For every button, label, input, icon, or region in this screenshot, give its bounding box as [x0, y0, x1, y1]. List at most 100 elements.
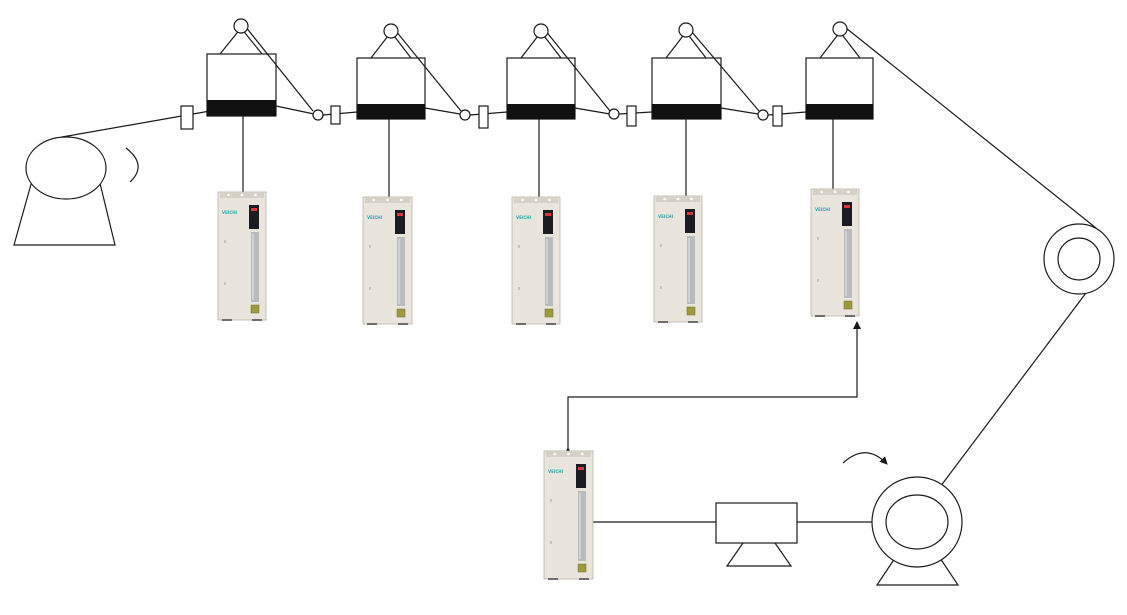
- drive-display: [543, 210, 553, 234]
- drive-brand-logo: VEICHI: [815, 207, 831, 212]
- drive-button-icon: [250, 304, 260, 314]
- drive-1: VEICHI: [217, 191, 267, 321]
- drive-5: VEICHI: [810, 188, 860, 317]
- motor-stand: [875, 557, 960, 586]
- wire-segment: [424, 107, 461, 115]
- drive-strip-highlight: [398, 239, 400, 304]
- side-slot: [660, 244, 662, 247]
- drive-button-icon: [686, 306, 696, 316]
- drive-front-strip: [397, 237, 405, 306]
- drive-strip-highlight: [546, 239, 548, 304]
- gearbox-body: [715, 502, 798, 544]
- motor-flywheel-inner: [885, 494, 949, 550]
- dancer-strut: [839, 31, 861, 59]
- drive-foot: [398, 323, 408, 325]
- dancer-band: [357, 104, 425, 119]
- drive-foot: [579, 578, 589, 580]
- drive-button-icon: [396, 308, 406, 318]
- rotation-arrow-icon: [842, 452, 888, 465]
- mount-hole: [833, 190, 837, 194]
- drive-brand-logo: VEICHI: [516, 215, 532, 220]
- guide-pulley: [608, 108, 620, 120]
- drive-led-readout: [251, 208, 257, 211]
- mount-hole: [567, 452, 570, 456]
- drive-foot: [688, 321, 698, 323]
- wire-segment: [845, 27, 1097, 229]
- drive-foot: [367, 323, 377, 325]
- motor: [842, 452, 963, 586]
- guide-pulley: [459, 109, 471, 121]
- drive-front-strip: [578, 491, 586, 561]
- dancer-band: [806, 104, 873, 119]
- drive-front-strip: [687, 236, 695, 304]
- wire-segment: [574, 107, 611, 115]
- side-slot: [660, 286, 662, 289]
- payoff-reel-stand: [13, 169, 116, 246]
- wire-segment: [720, 107, 759, 115]
- mount-hole: [663, 197, 666, 201]
- side-slot: [224, 240, 226, 243]
- side-slot: [369, 245, 371, 248]
- side-slot: [369, 287, 371, 290]
- drive-foot: [222, 319, 232, 321]
- drive-foot: [252, 319, 262, 321]
- take-up-wheel-outer: [1043, 223, 1115, 295]
- mount-hole: [847, 190, 850, 194]
- drive-foot: [658, 321, 668, 323]
- dancer-band: [207, 100, 276, 116]
- drive-2: VEICHI: [362, 196, 413, 325]
- wire-guide: [478, 105, 489, 129]
- drive-foot: [546, 323, 556, 325]
- wire-guide: [180, 105, 194, 130]
- take-up-wheel-inner: [1057, 237, 1101, 281]
- drive-brand-logo: VEICHI: [222, 210, 238, 215]
- dancer-pulley: [233, 18, 249, 34]
- dancer-strut: [819, 31, 841, 59]
- drive-display: [576, 464, 586, 488]
- gearbox-stand: [725, 542, 793, 567]
- dancer-pulley: [678, 22, 694, 38]
- guide-pulley: [312, 109, 324, 121]
- wire-segment: [275, 105, 315, 115]
- mount-hole: [386, 198, 389, 202]
- mount-hole: [553, 452, 557, 456]
- drive-button-icon: [843, 300, 853, 310]
- drive-foot: [815, 315, 825, 317]
- guide-pulley: [757, 109, 769, 121]
- drive-brand-logo: VEICHI: [548, 469, 564, 474]
- drive-display: [685, 209, 695, 233]
- mount-hole: [676, 197, 680, 201]
- wire-segment: [240, 20, 314, 112]
- gearbox: [715, 502, 798, 567]
- side-slot: [550, 499, 552, 502]
- drive-led-readout: [397, 213, 403, 216]
- side-slot: [817, 237, 819, 240]
- drive-display: [842, 202, 852, 226]
- mount-hole: [580, 452, 584, 456]
- dancer-4: [651, 22, 760, 196]
- dancer-pulley: [533, 23, 549, 39]
- mount-hole: [240, 193, 244, 197]
- drive-led-readout: [545, 213, 551, 216]
- drive-button-icon: [577, 563, 587, 573]
- drive-strip-highlight: [688, 238, 690, 302]
- drive-front-strip: [545, 237, 553, 306]
- mount-hole: [254, 193, 257, 197]
- bidirectional-arrow-icon: [564, 321, 861, 455]
- drive-led-readout: [844, 205, 850, 208]
- payoff-reel-drum: [25, 136, 107, 200]
- mount-hole: [534, 198, 538, 202]
- dancer-2: [356, 23, 462, 197]
- take-up-wheel: [1043, 223, 1115, 295]
- mount-hole: [690, 197, 693, 201]
- drive-foot: [516, 323, 526, 325]
- mount-hole: [820, 190, 823, 194]
- dancer-pulley: [383, 23, 399, 39]
- dancer-3: [506, 23, 611, 197]
- drive-strip-highlight: [845, 231, 847, 296]
- drive-strip-highlight: [252, 234, 254, 300]
- drive-brand-logo: VEICHI: [367, 215, 383, 220]
